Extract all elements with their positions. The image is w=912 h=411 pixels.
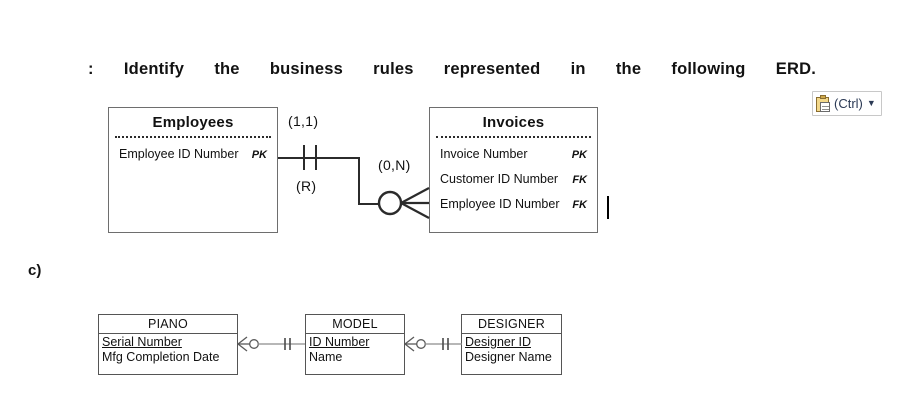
relationship-line-segment: [358, 157, 360, 205]
text-cursor: [607, 196, 609, 219]
attribute-list: ID Number Name: [306, 334, 404, 365]
attribute-list: Invoice Number PK Customer ID Number FK …: [430, 138, 597, 211]
erd-diagram-employees-invoices: Employees Employee ID Number PK Invoices…: [108, 107, 598, 233]
attribute-row: Employee ID Number PK: [119, 147, 267, 161]
cardinality-tick-one: [303, 145, 305, 170]
attribute-name: Customer ID Number: [440, 172, 559, 186]
attribute-name: Employee ID Number: [119, 147, 239, 161]
heading-word: the: [615, 60, 642, 78]
heading-word: :: [88, 60, 94, 78]
cardinality-label-relationship-flag: (R): [296, 178, 317, 194]
cardinality-label-invoices-side: (0,N): [378, 157, 411, 173]
cardinality-tick-one: [315, 145, 317, 170]
attribute-list: Employee ID Number PK: [109, 138, 277, 161]
entity-title: Employees: [152, 114, 234, 131]
entity-title: Invoices: [482, 114, 545, 131]
entity-title: PIANO: [99, 315, 237, 334]
relationship-piano-model: [237, 336, 305, 352]
entity-divider: [436, 136, 591, 138]
attribute-name: Name: [309, 350, 343, 364]
relationship-model-designer: [404, 336, 462, 352]
entity-designer[interactable]: DESIGNER Designer ID Designer Name: [461, 314, 562, 375]
entity-invoices[interactable]: Invoices Invoice Number PK Customer ID N…: [429, 107, 598, 233]
heading-word: in: [570, 60, 586, 78]
heading-word: business: [269, 60, 343, 78]
attribute-list: Serial Number Mfg Completion Date: [99, 334, 237, 365]
entity-model[interactable]: MODEL ID Number Name: [305, 314, 405, 375]
attribute-key: PK: [251, 149, 267, 161]
attribute-key: FK: [572, 174, 587, 186]
crows-foot-optional-many-symbol: [377, 187, 430, 219]
paste-options-button[interactable]: (Ctrl) ▼: [812, 91, 882, 116]
heading-word: following: [671, 60, 746, 78]
attribute-key: PK: [571, 149, 587, 161]
attribute-row: Invoice Number PK: [440, 147, 587, 161]
section-label: c): [28, 262, 42, 279]
attribute-list: Designer ID Designer Name: [462, 334, 561, 365]
attribute-name: Designer Name: [465, 350, 552, 364]
attribute-primary-key: Designer ID: [465, 335, 531, 349]
heading-word: rules: [373, 60, 414, 78]
attribute-name: Invoice Number: [440, 147, 528, 161]
entity-piano[interactable]: PIANO Serial Number Mfg Completion Date: [98, 314, 238, 375]
attribute-name: Mfg Completion Date: [102, 350, 220, 364]
heading-word: Identify: [123, 60, 185, 78]
entity-divider: [115, 136, 271, 138]
page-title: : Identify the business rules represente…: [88, 60, 816, 79]
chevron-down-icon[interactable]: ▼: [866, 98, 876, 108]
relationship-line-segment: [358, 203, 384, 205]
attribute-row: Employee ID Number FK: [440, 197, 587, 211]
heading-word: the: [214, 60, 240, 78]
entity-employees[interactable]: Employees Employee ID Number PK: [108, 107, 278, 233]
attribute-primary-key: Serial Number: [102, 335, 182, 349]
attribute-key: FK: [572, 199, 587, 211]
clipboard-icon: [816, 95, 831, 112]
attribute-name: Employee ID Number: [440, 197, 560, 211]
attribute-primary-key: ID Number: [309, 335, 370, 349]
attribute-row: Customer ID Number FK: [440, 172, 587, 186]
paste-options-label: (Ctrl): [834, 96, 863, 111]
cardinality-label-employees-side: (1,1): [288, 113, 319, 129]
entity-title: DESIGNER: [462, 315, 561, 334]
entity-title: MODEL: [306, 315, 404, 334]
heading-word: represented: [443, 60, 541, 78]
heading-word: ERD.: [775, 60, 816, 78]
relationship-line-segment: [278, 157, 360, 159]
